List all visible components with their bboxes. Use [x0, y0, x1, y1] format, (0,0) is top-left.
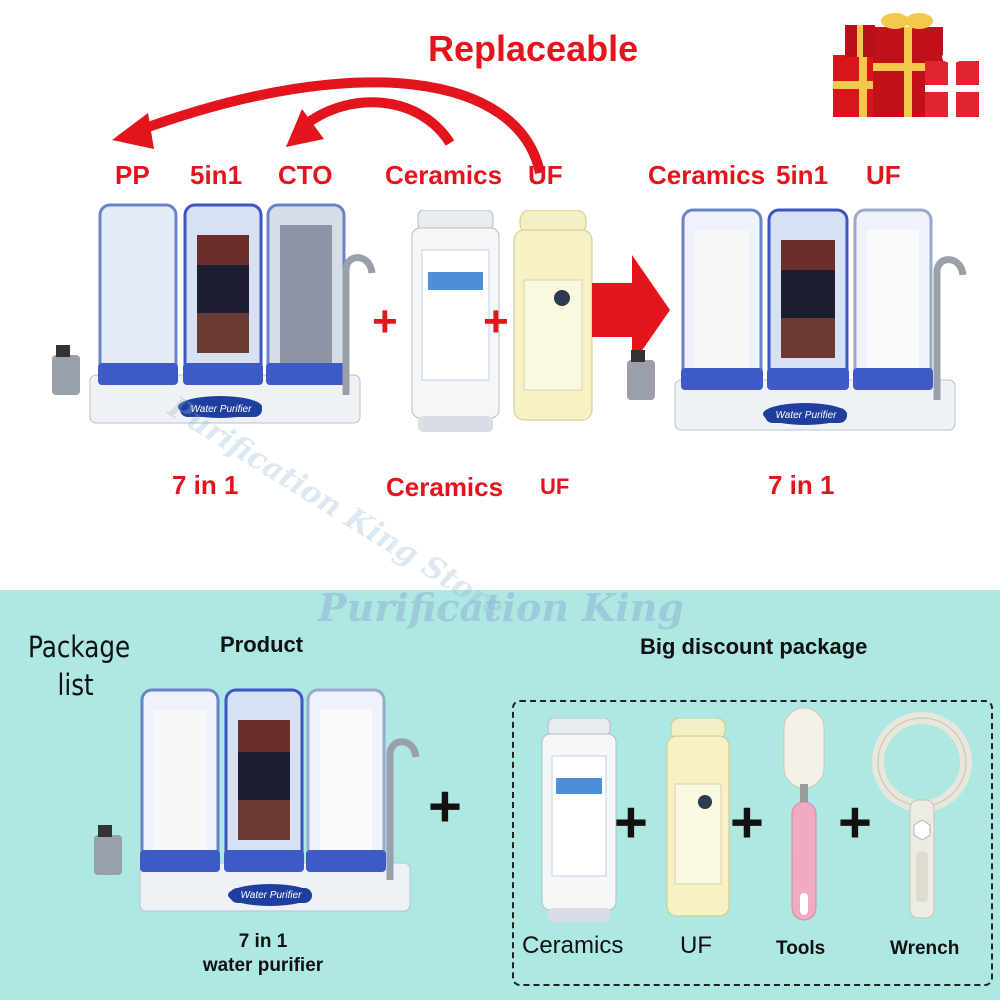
product-caption-line2: water purifier	[188, 954, 338, 978]
product-caption: 7 in 1 water purifier	[188, 930, 338, 978]
package-title-line1: Package	[28, 628, 123, 666]
cleaning-brush-tool	[778, 708, 830, 923]
item-label-ceramics: Ceramics	[522, 932, 623, 960]
caption-mid-ceramics: Ceramics	[386, 472, 503, 503]
caption-left-unit: 7 in 1	[172, 470, 238, 501]
label-5in1: 5in1	[190, 160, 242, 191]
label-uf-right: UF	[866, 160, 901, 191]
plus-symbol-top-2: +	[483, 300, 509, 344]
item-label-tools: Tools	[776, 938, 825, 960]
label-cto: CTO	[278, 160, 332, 191]
plus-symbol-pkg-3: +	[838, 794, 872, 852]
label-5in1-right: 5in1	[776, 160, 828, 191]
product-heading: Product	[220, 632, 303, 658]
badge-left: Water Purifier	[180, 402, 262, 417]
caption-right-unit: 7 in 1	[768, 470, 834, 501]
item-label-uf: UF	[680, 932, 712, 960]
label-uf-top: UF	[528, 160, 563, 191]
plus-symbol-pkg-2: +	[730, 794, 764, 852]
label-ceramics-right: Ceramics	[648, 160, 765, 191]
uf-cartridge-top	[512, 210, 594, 435]
filter-wrench-tool	[872, 712, 972, 924]
badge-right: Water Purifier	[765, 408, 847, 423]
uf-cartridge-package	[665, 718, 731, 926]
caption-mid-uf: UF	[540, 474, 569, 500]
badge-product: Water Purifier	[230, 888, 312, 903]
label-pp: PP	[115, 160, 150, 191]
item-label-wrench: Wrench	[890, 938, 959, 960]
ceramics-cartridge-package	[540, 718, 618, 926]
label-ceramics-top: Ceramics	[385, 160, 502, 191]
discount-heading: Big discount package	[640, 634, 867, 660]
plus-symbol-top-1: +	[372, 300, 398, 344]
plus-symbol-product: +	[428, 778, 462, 836]
gift-boxes-image	[825, 5, 985, 123]
product-caption-line1: 7 in 1	[188, 930, 338, 954]
plus-symbol-pkg-1: +	[614, 794, 648, 852]
